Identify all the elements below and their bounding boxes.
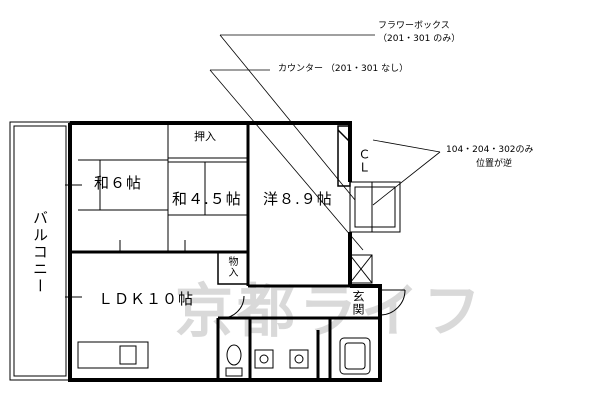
annotation-flowerbox-note: （201・301 のみ）: [378, 34, 461, 44]
flower-box: [349, 181, 401, 233]
room-yoshitsu: 洋８.９帖: [263, 190, 333, 208]
meter-box: [349, 254, 373, 284]
kitchen-counter: [77, 341, 149, 369]
tatami-lines: [78, 123, 248, 252]
annotation-flowerbox-title: フラワーボックス: [378, 21, 450, 31]
room-washitsu-6: 和６帖: [94, 174, 143, 192]
bathtub: [339, 337, 371, 375]
label-closet: ＣＬ: [357, 148, 371, 174]
bath-door: [221, 295, 245, 319]
toilet: [225, 344, 243, 377]
entrance-door: [379, 289, 406, 316]
annotation-reverse-position: 位置が逆: [476, 159, 513, 169]
label-mono: 物入: [226, 256, 237, 278]
callout-lines: [209, 34, 441, 251]
label-oshiire: 押入: [194, 130, 216, 143]
window-marks: [65, 184, 82, 298]
annotation-counter: カウンター （201・301 なし）: [278, 64, 409, 74]
interior-walls: [70, 123, 380, 380]
washbasin: [254, 349, 309, 369]
annotation-reverse-units: 104・204・302のみ: [446, 145, 534, 155]
watermark: 京都ライフ: [175, 277, 486, 345]
label-balcony: バルコニー: [31, 210, 49, 295]
label-genkan: 玄関: [351, 290, 365, 316]
room-ldk: ＬＤＫ１０帖: [98, 290, 195, 308]
room-washitsu-4-5: 和４.５帖: [172, 190, 242, 208]
mono-storage: [217, 251, 249, 285]
